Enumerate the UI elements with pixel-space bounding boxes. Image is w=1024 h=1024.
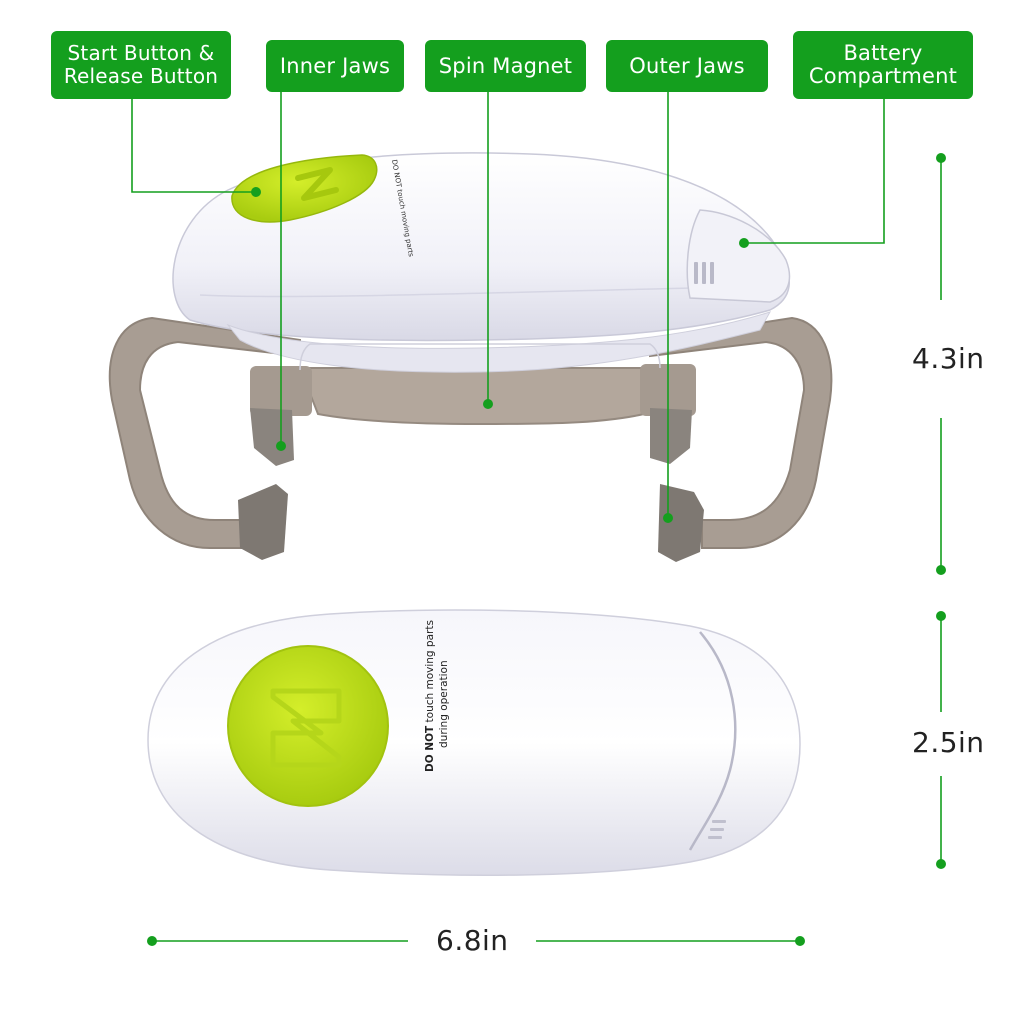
- right-outer-jaw-arm: [649, 316, 833, 549]
- battery-compartment-label: Battery Compartment: [793, 31, 973, 99]
- opener-top-view: [147, 609, 801, 876]
- leader-dots: [251, 187, 749, 523]
- warning-line1: DO NOT touch moving parts: [424, 620, 436, 772]
- right-outer-jaw-tip: [658, 484, 704, 562]
- warning-rest: touch moving parts: [424, 620, 436, 726]
- warning-line2: during operation: [438, 660, 450, 748]
- dimension-lines: [147, 153, 946, 946]
- start-release-button-top: [231, 154, 378, 223]
- button-logo-icon: [270, 688, 342, 768]
- opener-side-view: DO NOT touch moving parts: [108, 152, 833, 562]
- left-inner-jaw: [250, 408, 294, 466]
- start-release-button-label: Start Button & Release Button: [51, 31, 231, 99]
- battery-leader-line: [744, 99, 885, 244]
- height-body-dimension: 2.5in: [912, 726, 985, 759]
- height-total-dimension: 4.3in: [912, 342, 985, 375]
- length-dimension: 6.8in: [436, 924, 509, 957]
- right-inner-jaw: [650, 408, 692, 464]
- battery-compartment-cover: [686, 209, 791, 303]
- spin-magnet-carriage: [298, 367, 652, 426]
- left-outer-jaw-tip: [238, 484, 288, 560]
- start-release-label-line2: Release Button: [63, 64, 219, 88]
- battery-label-line1: Battery: [843, 41, 923, 65]
- warning-text-block: DO NOT touch moving parts during operati…: [402, 620, 452, 772]
- warning-bold: DO NOT: [424, 725, 436, 772]
- inner-jaws-label: Inner Jaws: [266, 40, 404, 92]
- spin-magnet-label: Spin Magnet: [425, 40, 586, 92]
- start-button-leader-line: [131, 99, 256, 193]
- leader-lines: [131, 92, 885, 518]
- outer-jaws-label: Outer Jaws: [606, 40, 768, 92]
- start-release-label-line1: Start Button &: [67, 41, 215, 65]
- opener-shell-base: [226, 311, 772, 373]
- battery-label-line2: Compartment: [808, 64, 958, 88]
